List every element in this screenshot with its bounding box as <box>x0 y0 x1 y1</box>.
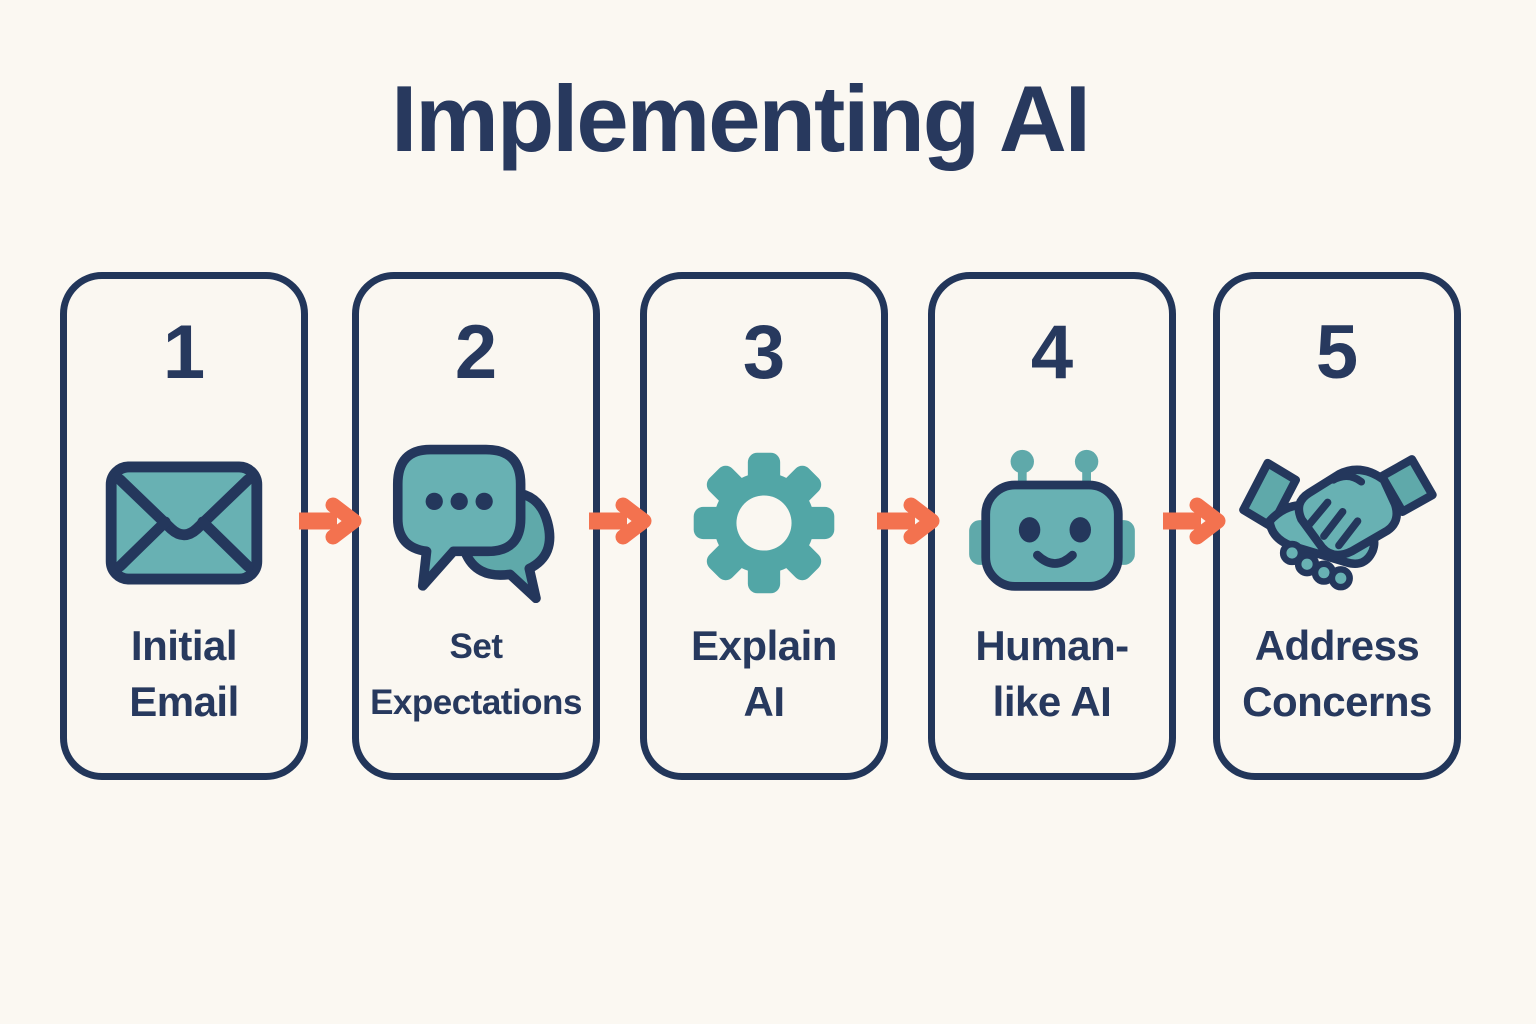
step-label: Address Concerns <box>1242 621 1432 726</box>
arrow-right-icon <box>297 497 363 545</box>
step-label: Explain AI <box>691 621 837 726</box>
step-card-initial-email: 1 Initial Email <box>60 272 308 780</box>
step-card-explain-ai: 3 Explain AI <box>640 272 888 780</box>
step-card-set-expectations: 2 Set Expectations <box>352 272 600 780</box>
step-number: 1 <box>162 310 206 395</box>
page-title: Implementing AI <box>391 66 1091 171</box>
step-card-human-like-ai: 4 Human- like AI <box>928 272 1176 780</box>
step-number: 5 <box>1315 310 1359 395</box>
step-card-address-concerns: 5 <box>1213 272 1461 780</box>
step-number: 4 <box>1030 310 1074 395</box>
envelope-icon <box>67 429 301 617</box>
step-number: 2 <box>454 310 498 395</box>
chat-bubbles-icon <box>359 429 593 617</box>
handshake-icon <box>1220 429 1454 617</box>
gear-icon <box>647 429 881 617</box>
step-number: 3 <box>742 310 786 395</box>
step-label: Initial Email <box>129 621 239 726</box>
arrow-right-icon <box>587 497 653 545</box>
arrow-right-icon <box>1161 497 1227 545</box>
step-label: Set Expectations <box>370 627 582 722</box>
robot-icon <box>935 429 1169 617</box>
arrow-right-icon <box>875 497 941 545</box>
step-label: Human- like AI <box>975 621 1129 726</box>
